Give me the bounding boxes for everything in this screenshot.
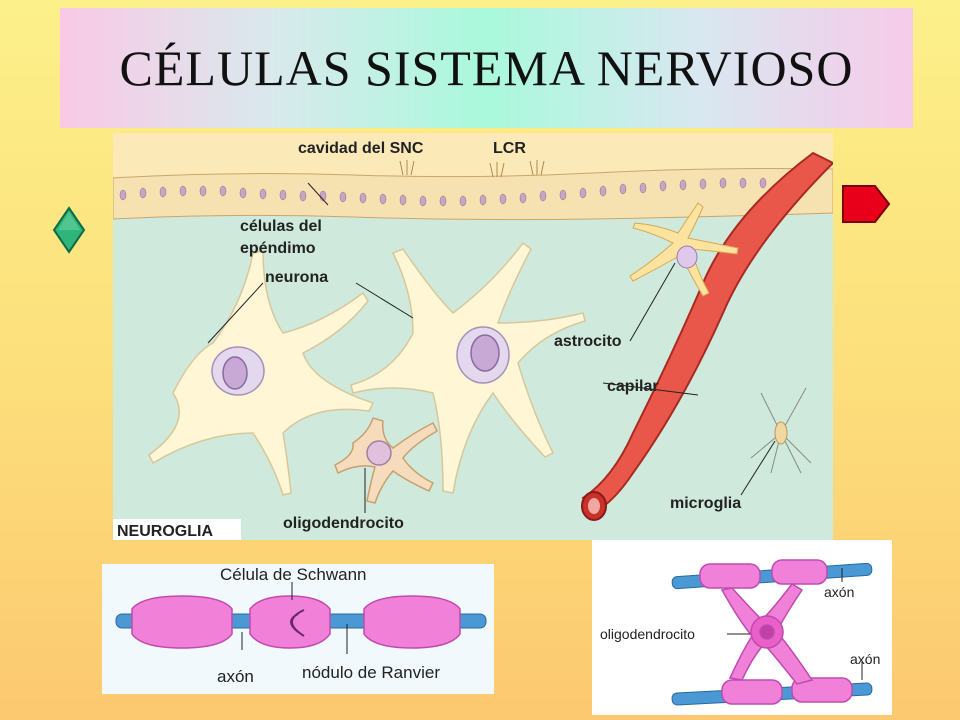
label-ependimo-2: epéndimo: [240, 240, 316, 257]
oligodendrocyte-cell: [334, 417, 438, 504]
label-oligodendrocito: oligodendrocito: [283, 515, 404, 532]
label-axon-top: axón: [824, 584, 854, 600]
label-oligo: oligodendrocito: [600, 626, 695, 642]
capillary: [581, 151, 833, 521]
label-ependimo-1: células del: [240, 218, 322, 235]
title-banner: CÉLULAS SISTEMA NERVIOSO: [60, 8, 913, 128]
label-axon-bottom: axón: [850, 651, 880, 667]
previous-slide-button[interactable]: [52, 206, 86, 254]
schwann-cell-diagram: Célula de Schwann axón nódulo de Ranvier: [102, 564, 494, 694]
neuroglia-diagram: cavidad del SNC LCR células del epéndimo…: [113, 133, 833, 540]
label-capilar: capilar: [607, 378, 659, 395]
green-diamond-icon: [52, 206, 86, 254]
myelin-segments: [131, 595, 461, 649]
ependymal-layer: [113, 160, 833, 221]
neuroglia-tag: [113, 519, 241, 540]
myelin-wrap: [290, 609, 305, 637]
astrocyte-cell: [629, 202, 739, 297]
oligo-myelin: [699, 559, 853, 705]
slide-title: CÉLULAS SISTEMA NERVIOSO: [119, 40, 854, 96]
label-astrocito: astrocito: [554, 333, 622, 350]
neuron-right: [350, 241, 586, 494]
microglia-cell: [750, 387, 812, 474]
neuron-left: [148, 250, 375, 496]
label-neurona: neurona: [265, 269, 328, 286]
leader-lines: [207, 182, 776, 513]
label-nodulo: nódulo de Ranvier: [302, 663, 440, 682]
red-arrow-icon: [842, 185, 891, 223]
schwann-leaders: [241, 582, 348, 654]
label-microglia: microglia: [670, 495, 741, 512]
label-lcr: LCR: [493, 140, 526, 157]
label-schwann: Célula de Schwann: [220, 565, 366, 584]
label-cavidad: cavidad del SNC: [298, 140, 424, 157]
oligo-leaders: [727, 568, 863, 680]
next-slide-button[interactable]: [841, 184, 891, 224]
oligodendrocyte-diagram: oligodendrocito axón axón: [592, 540, 892, 715]
label-neuroglia: NEUROGLIA: [117, 523, 213, 540]
label-axon: axón: [217, 667, 254, 686]
